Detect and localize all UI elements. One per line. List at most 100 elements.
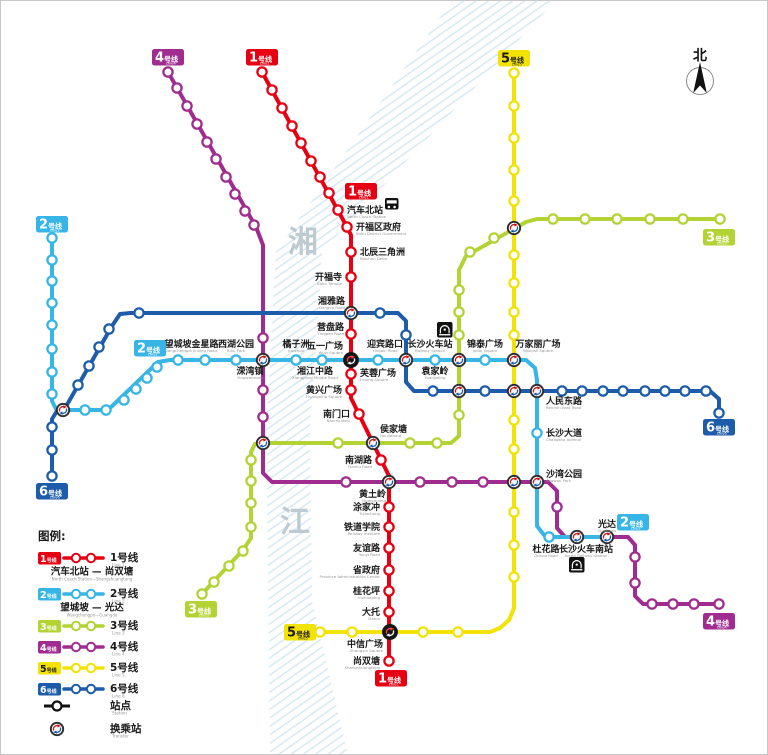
station-name: 橘子洲 bbox=[281, 338, 309, 350]
station bbox=[644, 213, 656, 225]
river-character: 江 bbox=[280, 505, 310, 540]
station bbox=[266, 84, 278, 96]
station-pinyin: Tujiachong bbox=[358, 511, 380, 516]
station bbox=[667, 598, 679, 610]
station bbox=[713, 598, 725, 610]
station-袁家岭 bbox=[429, 354, 441, 366]
station bbox=[506, 383, 522, 399]
station bbox=[629, 551, 641, 563]
station bbox=[46, 254, 58, 266]
station bbox=[508, 443, 520, 455]
station-name: 湘雅路 bbox=[318, 295, 346, 307]
station-黄土岭 bbox=[381, 474, 397, 490]
transfer-icon bbox=[509, 355, 519, 365]
svg-text:3号线: 3号线 bbox=[40, 622, 57, 633]
station-pinyin: Wangchengpo bbox=[164, 348, 192, 353]
station bbox=[83, 360, 95, 372]
svg-text:1号线: 1号线 bbox=[40, 554, 57, 565]
station-pinyin: Shawan Park bbox=[546, 478, 572, 483]
svg-text:1号线: 1号线 bbox=[348, 185, 371, 200]
station bbox=[46, 388, 58, 400]
svg-text:2号线: 2号线 bbox=[40, 590, 57, 601]
station-pinyin: Guihuaping bbox=[358, 595, 381, 600]
station-西湖公园 bbox=[230, 354, 242, 366]
bus-icon bbox=[385, 198, 399, 210]
badge-line-sub: Line3 bbox=[199, 613, 209, 617]
legend-line-label: 2号线 bbox=[110, 587, 139, 600]
station bbox=[646, 598, 658, 610]
metro-line3 bbox=[200, 217, 723, 596]
station-name: 尚双塘 bbox=[353, 655, 380, 667]
station-pinyin: Houjiatang bbox=[380, 433, 402, 438]
station bbox=[181, 100, 193, 112]
station bbox=[639, 385, 651, 397]
station-pinyin: North Coach Station bbox=[347, 214, 387, 219]
station bbox=[372, 354, 384, 366]
station-pinyin: Huangxing Square bbox=[306, 394, 343, 399]
station bbox=[677, 213, 689, 225]
station bbox=[452, 626, 464, 638]
station-中信广场 bbox=[382, 624, 398, 640]
station-迎宾路口 bbox=[398, 352, 414, 368]
station-pinyin: Huangtuling bbox=[362, 498, 386, 503]
badge-line-sub: Line3 bbox=[717, 241, 727, 245]
svg-text:6号线: 6号线 bbox=[40, 685, 57, 696]
station-name: 沙湾公园 bbox=[546, 468, 582, 480]
transfer-icon bbox=[509, 386, 519, 396]
station-湘江中路 bbox=[316, 354, 328, 366]
station bbox=[506, 474, 522, 490]
station-pinyin: Province Administrative Center bbox=[320, 574, 381, 579]
transfer-icon bbox=[532, 477, 542, 487]
station-pinyin: Nanhu Road bbox=[348, 464, 372, 469]
station bbox=[508, 539, 520, 551]
station bbox=[488, 232, 500, 244]
legend-line-sub: Line 1 bbox=[112, 563, 125, 568]
station-name: 营盘路 bbox=[317, 321, 345, 333]
line-badges: 1号线Line11号线Line11号线Line12号线Line22号线Line2… bbox=[36, 49, 735, 687]
station-name: 黄土岭 bbox=[359, 488, 386, 500]
svg-text:3号线: 3号线 bbox=[706, 231, 729, 246]
station-pinyin: Nanmenkou bbox=[327, 418, 351, 423]
svg-text:6号线: 6号线 bbox=[39, 485, 62, 500]
station bbox=[508, 100, 520, 112]
svg-text:5号线: 5号线 bbox=[40, 664, 57, 675]
station-pinyin: Zhongxin Square bbox=[350, 648, 384, 653]
station bbox=[451, 383, 467, 399]
station-营盘路 bbox=[345, 328, 357, 340]
station-pinyin: South Railway Station bbox=[565, 553, 608, 558]
legend-line-extent: 汽车北站 — 尚双塘 bbox=[51, 566, 134, 578]
station-name: 黄兴广场 bbox=[306, 384, 342, 396]
station bbox=[151, 361, 163, 373]
train-station-icon bbox=[437, 322, 453, 338]
legend-station-sub: Station bbox=[112, 711, 127, 716]
station-pinyin: Kaifu Temple bbox=[317, 281, 342, 286]
transfer-icon bbox=[401, 355, 411, 365]
station bbox=[208, 576, 220, 588]
station bbox=[220, 171, 232, 183]
svg-text:2号线: 2号线 bbox=[39, 218, 62, 233]
station-name: 铁道学院 bbox=[344, 521, 380, 533]
station bbox=[508, 132, 520, 144]
transfer-icon bbox=[509, 477, 519, 487]
station bbox=[201, 136, 213, 148]
station-name: 人民东路 bbox=[545, 395, 583, 407]
legend-title: 图例: bbox=[38, 529, 66, 543]
station bbox=[679, 385, 691, 397]
station bbox=[237, 545, 249, 557]
transfer-icon bbox=[58, 405, 68, 415]
legend-line-sub: Line 3 bbox=[112, 631, 125, 636]
badge-line-sub: Line2 bbox=[631, 526, 641, 530]
station bbox=[133, 307, 145, 319]
badge-line-sub: Line2 bbox=[148, 352, 158, 356]
transfer-icon bbox=[346, 308, 356, 318]
badge-line-sub: Line5 bbox=[512, 62, 522, 66]
